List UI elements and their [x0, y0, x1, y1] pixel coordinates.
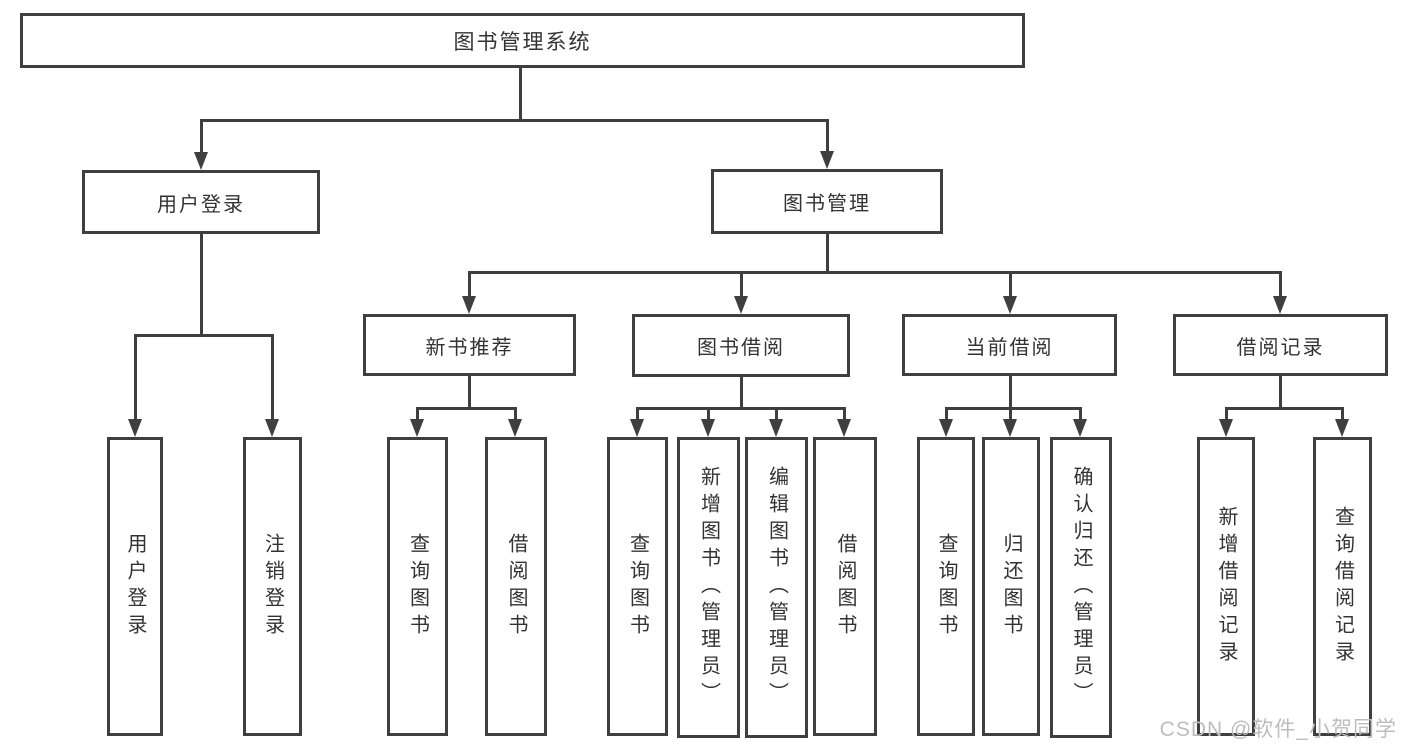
- connector-borrow-record-rail: [1225, 407, 1343, 410]
- leaf-logout-label: 注销登录: [261, 532, 284, 641]
- connector-to-borrow-record: [1279, 271, 1282, 299]
- leaf-confirm-return-admin-label: 确认归还（管理员）: [1070, 466, 1092, 709]
- arrowhead-down-icon: [508, 419, 522, 437]
- leaf-return-book: 归还图书: [982, 437, 1040, 736]
- arrowhead-down-icon: [1335, 419, 1349, 437]
- node-book-borrow-label: 图书借阅: [697, 337, 785, 359]
- arrowhead-down-icon: [1219, 419, 1233, 437]
- connector-current-borrow-stem: [1009, 376, 1012, 408]
- node-current-borrow: 当前借阅: [902, 314, 1117, 376]
- leaf-query-books-2-label: 查询图书: [626, 532, 649, 641]
- connector-book-borrow-rail: [636, 407, 846, 410]
- arrowhead-down-icon: [265, 419, 279, 437]
- connector-root-rail: [200, 119, 829, 122]
- connector-to-user-login: [200, 119, 203, 155]
- leaf-add-book-admin-label: 新增图书（管理员）: [697, 466, 720, 709]
- connector-to-current-borrow: [1009, 271, 1012, 299]
- leaf-add-borrow-record: 新增借阅记录: [1197, 437, 1255, 736]
- connector-to-leaf: [945, 407, 948, 422]
- connector-book-borrow-stem: [740, 377, 743, 408]
- connector-new-book-rec-rail: [416, 407, 517, 410]
- arrowhead-down-icon: [701, 419, 715, 437]
- connector-to-leaf: [134, 334, 137, 422]
- arrowhead-down-icon: [1073, 419, 1087, 437]
- connector-to-leaf: [1009, 407, 1012, 422]
- connector-root-stem: [519, 68, 522, 120]
- connector-book-mgmt-stem: [826, 234, 829, 272]
- connector-to-leaf: [636, 407, 639, 422]
- arrowhead-down-icon: [128, 419, 142, 437]
- arrowhead-down-icon: [194, 152, 208, 170]
- arrowhead-down-icon: [769, 419, 783, 437]
- arrowhead-down-icon: [630, 419, 644, 437]
- node-borrow-record-label: 借阅记录: [1236, 336, 1325, 359]
- node-library-system-label: 图书管理系统: [453, 30, 592, 54]
- leaf-query-books-3-label: 查询图书: [935, 532, 957, 641]
- connector-to-leaf: [707, 407, 710, 422]
- node-book-mgmt-label: 图书管理: [783, 193, 871, 215]
- node-current-borrow-label: 当前借阅: [965, 336, 1054, 359]
- leaf-add-borrow-record-label: 新增借阅记录: [1215, 505, 1237, 668]
- arrowhead-down-icon: [1273, 296, 1287, 314]
- arrowhead-down-icon: [1003, 296, 1017, 314]
- leaf-return-book-label: 归还图书: [1000, 532, 1022, 641]
- node-user-login: 用户登录: [82, 170, 320, 234]
- connector-to-leaf: [514, 407, 517, 422]
- node-new-book-rec: 新书推荐: [363, 314, 576, 376]
- leaf-query-books-1: 查询图书: [387, 437, 448, 736]
- leaf-edit-book-admin-label: 编辑图书（管理员）: [765, 466, 788, 709]
- node-library-system: 图书管理系统: [20, 13, 1025, 68]
- node-book-mgmt: 图书管理: [711, 169, 943, 234]
- leaf-user-login: 用户登录: [107, 437, 163, 736]
- leaf-borrow-books-1-label: 借阅图书: [505, 532, 527, 641]
- connector-to-leaf: [271, 334, 274, 422]
- connector-to-leaf: [1079, 407, 1082, 422]
- leaf-query-borrow-record: 查询借阅记录: [1313, 437, 1372, 736]
- node-book-borrow: 图书借阅: [632, 314, 850, 377]
- csdn-watermark: CSDN @软件_小贺同学: [1159, 718, 1397, 741]
- connector-to-leaf: [416, 407, 419, 422]
- leaf-query-borrow-record-label: 查询借阅记录: [1331, 505, 1354, 668]
- arrowhead-down-icon: [734, 296, 748, 314]
- leaf-logout: 注销登录: [243, 437, 302, 736]
- arrowhead-down-icon: [820, 151, 834, 169]
- connector-to-book-borrow: [740, 271, 743, 299]
- connector-user-login-rail: [134, 334, 274, 337]
- leaf-add-book-admin: 新增图书（管理员）: [677, 437, 740, 738]
- leaf-edit-book-admin: 编辑图书（管理员）: [745, 437, 808, 738]
- connector-book-mgmt-rail: [468, 271, 1282, 274]
- leaf-user-login-label: 用户登录: [124, 532, 146, 641]
- arrowhead-down-icon: [1003, 419, 1017, 437]
- leaf-confirm-return-admin: 确认归还（管理员）: [1050, 437, 1112, 738]
- leaf-borrow-books-1: 借阅图书: [485, 437, 547, 736]
- connector-to-leaf: [775, 407, 778, 422]
- connector-to-new-book-rec: [468, 271, 471, 299]
- arrowhead-down-icon: [462, 296, 476, 314]
- arrowhead-down-icon: [410, 419, 424, 437]
- leaf-query-books-2: 查询图书: [607, 437, 668, 736]
- leaf-borrow-books-2: 借阅图书: [813, 437, 877, 736]
- connector-to-leaf: [1225, 407, 1228, 422]
- connector-to-leaf: [1341, 407, 1344, 422]
- leaf-query-books-3: 查询图书: [917, 437, 975, 736]
- connector-current-borrow-rail: [945, 407, 1082, 410]
- leaf-borrow-books-2-label: 借阅图书: [834, 532, 856, 641]
- connector-borrow-record-stem: [1279, 376, 1282, 408]
- node-user-login-label: 用户登录: [157, 193, 245, 216]
- connector-new-book-rec-stem: [468, 376, 471, 408]
- node-new-book-rec-label: 新书推荐: [425, 336, 514, 359]
- connector-user-login-stem: [200, 234, 203, 335]
- node-borrow-record: 借阅记录: [1173, 314, 1388, 376]
- connector-to-book-mgmt: [826, 119, 829, 155]
- arrowhead-down-icon: [939, 419, 953, 437]
- arrowhead-down-icon: [837, 419, 851, 437]
- leaf-query-books-1-label: 查询图书: [406, 532, 429, 641]
- connector-to-leaf: [843, 407, 846, 422]
